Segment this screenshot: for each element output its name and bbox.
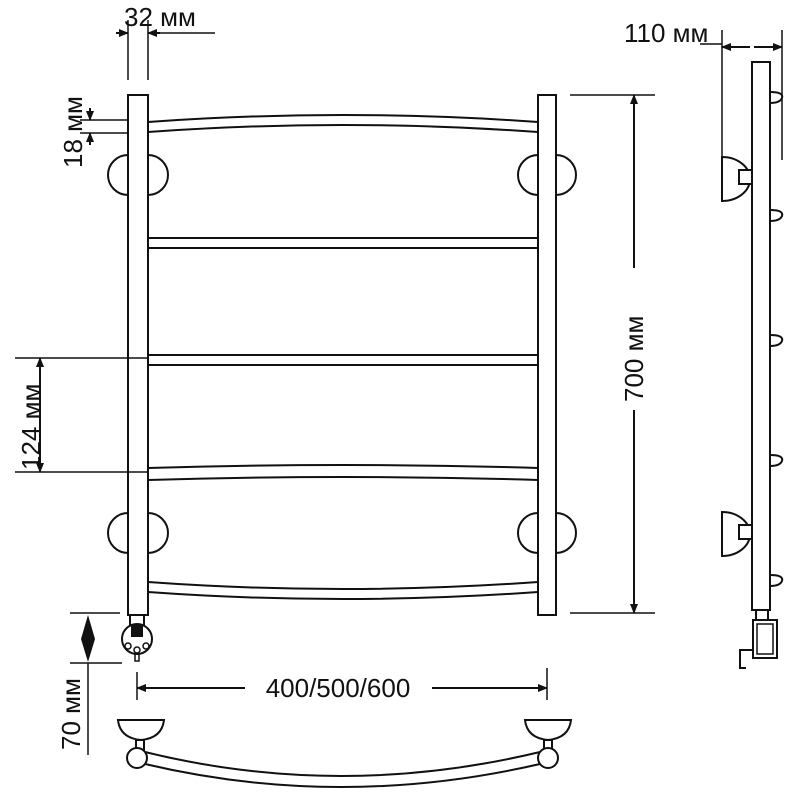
dimension-700-label: 700 мм <box>619 316 649 402</box>
front-view <box>107 94 577 662</box>
side-view <box>721 61 784 669</box>
left-post <box>127 94 149 616</box>
heater-element-icon <box>121 614 153 662</box>
dimension-width: 400/500/600 <box>136 668 548 703</box>
hook-icon <box>769 91 784 587</box>
wall-bracket-icon <box>721 155 753 558</box>
dimension-700: 700 мм <box>570 94 655 614</box>
side-heater-icon <box>739 609 778 669</box>
wall-bracket-icon <box>107 154 577 554</box>
dimension-124: 124 мм <box>15 357 148 473</box>
dimension-32-label: 32 мм <box>124 2 196 32</box>
dimension-110-label: 110 мм <box>624 18 708 48</box>
dimension-70-label: 70 мм <box>56 678 86 750</box>
dimension-18-label: 18 мм <box>58 96 88 168</box>
dimension-width-label: 400/500/600 <box>266 673 411 703</box>
right-post <box>537 94 557 616</box>
dimension-18: 18 мм <box>58 96 128 168</box>
rails <box>147 114 539 600</box>
dimension-70: 70 мм <box>56 612 122 755</box>
dimension-32: 32 мм <box>116 2 215 80</box>
dimension-110: 110 мм <box>624 18 783 160</box>
dimension-124-label: 124 мм <box>16 384 46 470</box>
top-view <box>116 719 573 788</box>
